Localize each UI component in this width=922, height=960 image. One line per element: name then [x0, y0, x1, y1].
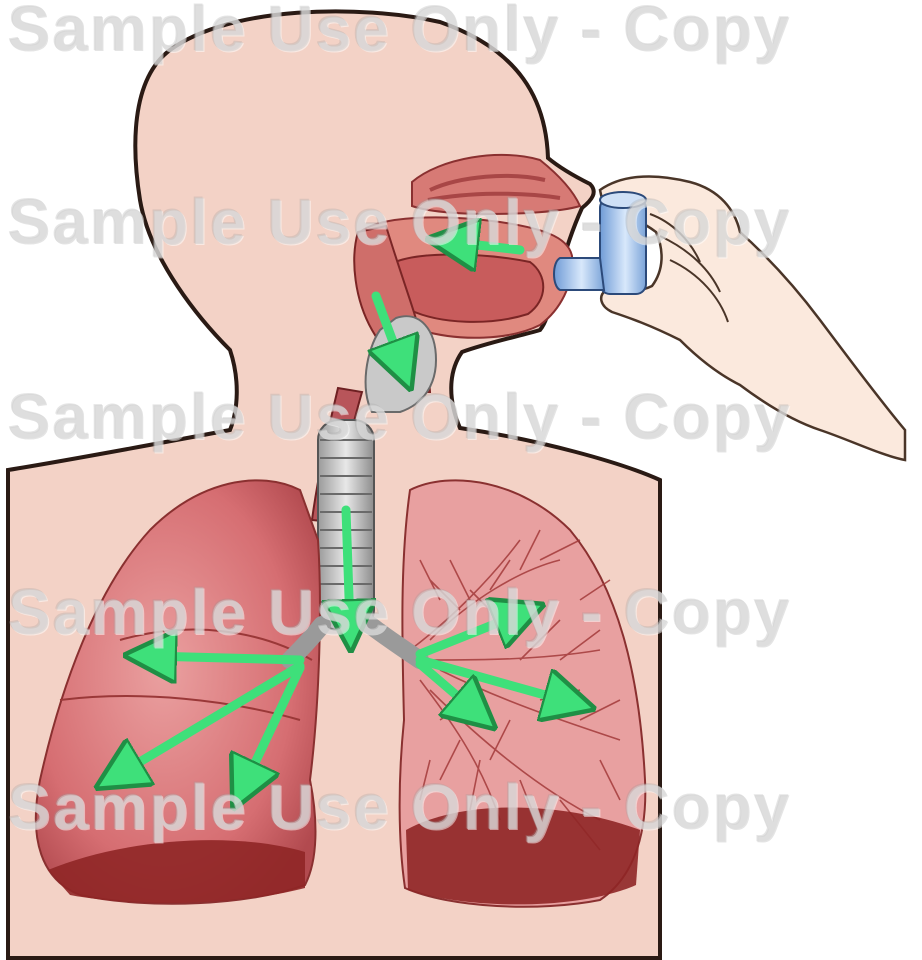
tongue	[393, 255, 543, 322]
left-lung-base	[406, 808, 640, 905]
airflow-arrow-icon	[346, 510, 350, 626]
airflow-arrow-icon	[150, 656, 300, 660]
